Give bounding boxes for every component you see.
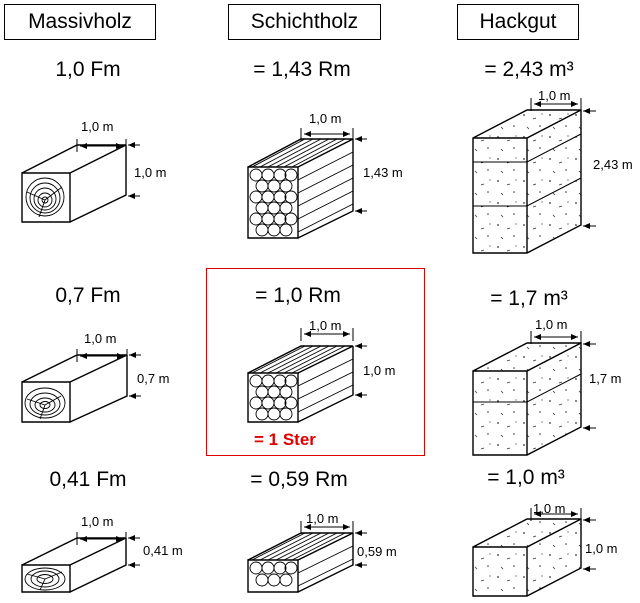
header-massivholz: Massivholz [4,4,156,40]
schicht-width-1: 1,0 m [309,111,342,126]
hack-width-2: 1,0 m [535,317,568,332]
ster-highlight-box [206,268,425,456]
header-schichtholz: Schichtholz [228,4,381,40]
schicht-height-3: 0,59 m [357,544,397,559]
massiv-height-3: 0,41 m [143,543,183,558]
schicht-width-2: 1,0 m [309,318,342,333]
massiv-width-3: 1,0 m [81,514,114,529]
hack-box-2 [472,331,596,456]
hack-box-1 [472,98,596,254]
massiv-height-2: 0,7 m [137,371,170,386]
massiv-block-2 [21,349,141,423]
massiv-volume-1: 1,0 Fm [55,58,121,81]
schicht-width-3: 1,0 m [306,511,339,526]
hack-volume-2: = 1,7 m³ [490,287,568,310]
ster-note: = 1 Ster [254,430,316,449]
schicht-height-1: 1,43 m [363,165,403,180]
hack-box-3 [472,508,596,597]
massiv-height-1: 1,0 m [134,165,167,180]
hack-height-3: 1,0 m [585,541,618,556]
massiv-block-3 [21,532,140,593]
schicht-volume-3: = 0,59 Rm [250,468,348,491]
hack-height-1: 2,43 m [593,157,633,172]
massiv-block-1 [21,139,140,223]
massiv-volume-2: 0,7 Fm [55,284,121,307]
header-hackgut: Hackgut [457,4,579,40]
schicht-stack-2 [247,328,367,423]
hack-width-1: 1,0 m [538,88,571,103]
hack-width-3: 1,0 m [533,501,566,516]
schicht-stack-3 [247,521,367,593]
hack-volume-1: = 2,43 m³ [484,58,574,81]
massiv-volume-3: 0,41 Fm [49,468,127,491]
massiv-width-2: 1,0 m [84,331,117,346]
hack-volume-3: = 1,0 m³ [487,466,565,489]
schicht-volume-2: = 1,0 Rm [255,284,341,307]
schicht-height-2: 1,0 m [363,363,396,378]
massiv-width-1: 1,0 m [81,119,114,134]
hack-height-2: 1,7 m [589,371,622,386]
schicht-volume-1: = 1,43 Rm [253,58,351,81]
schicht-stack-1 [247,128,367,239]
